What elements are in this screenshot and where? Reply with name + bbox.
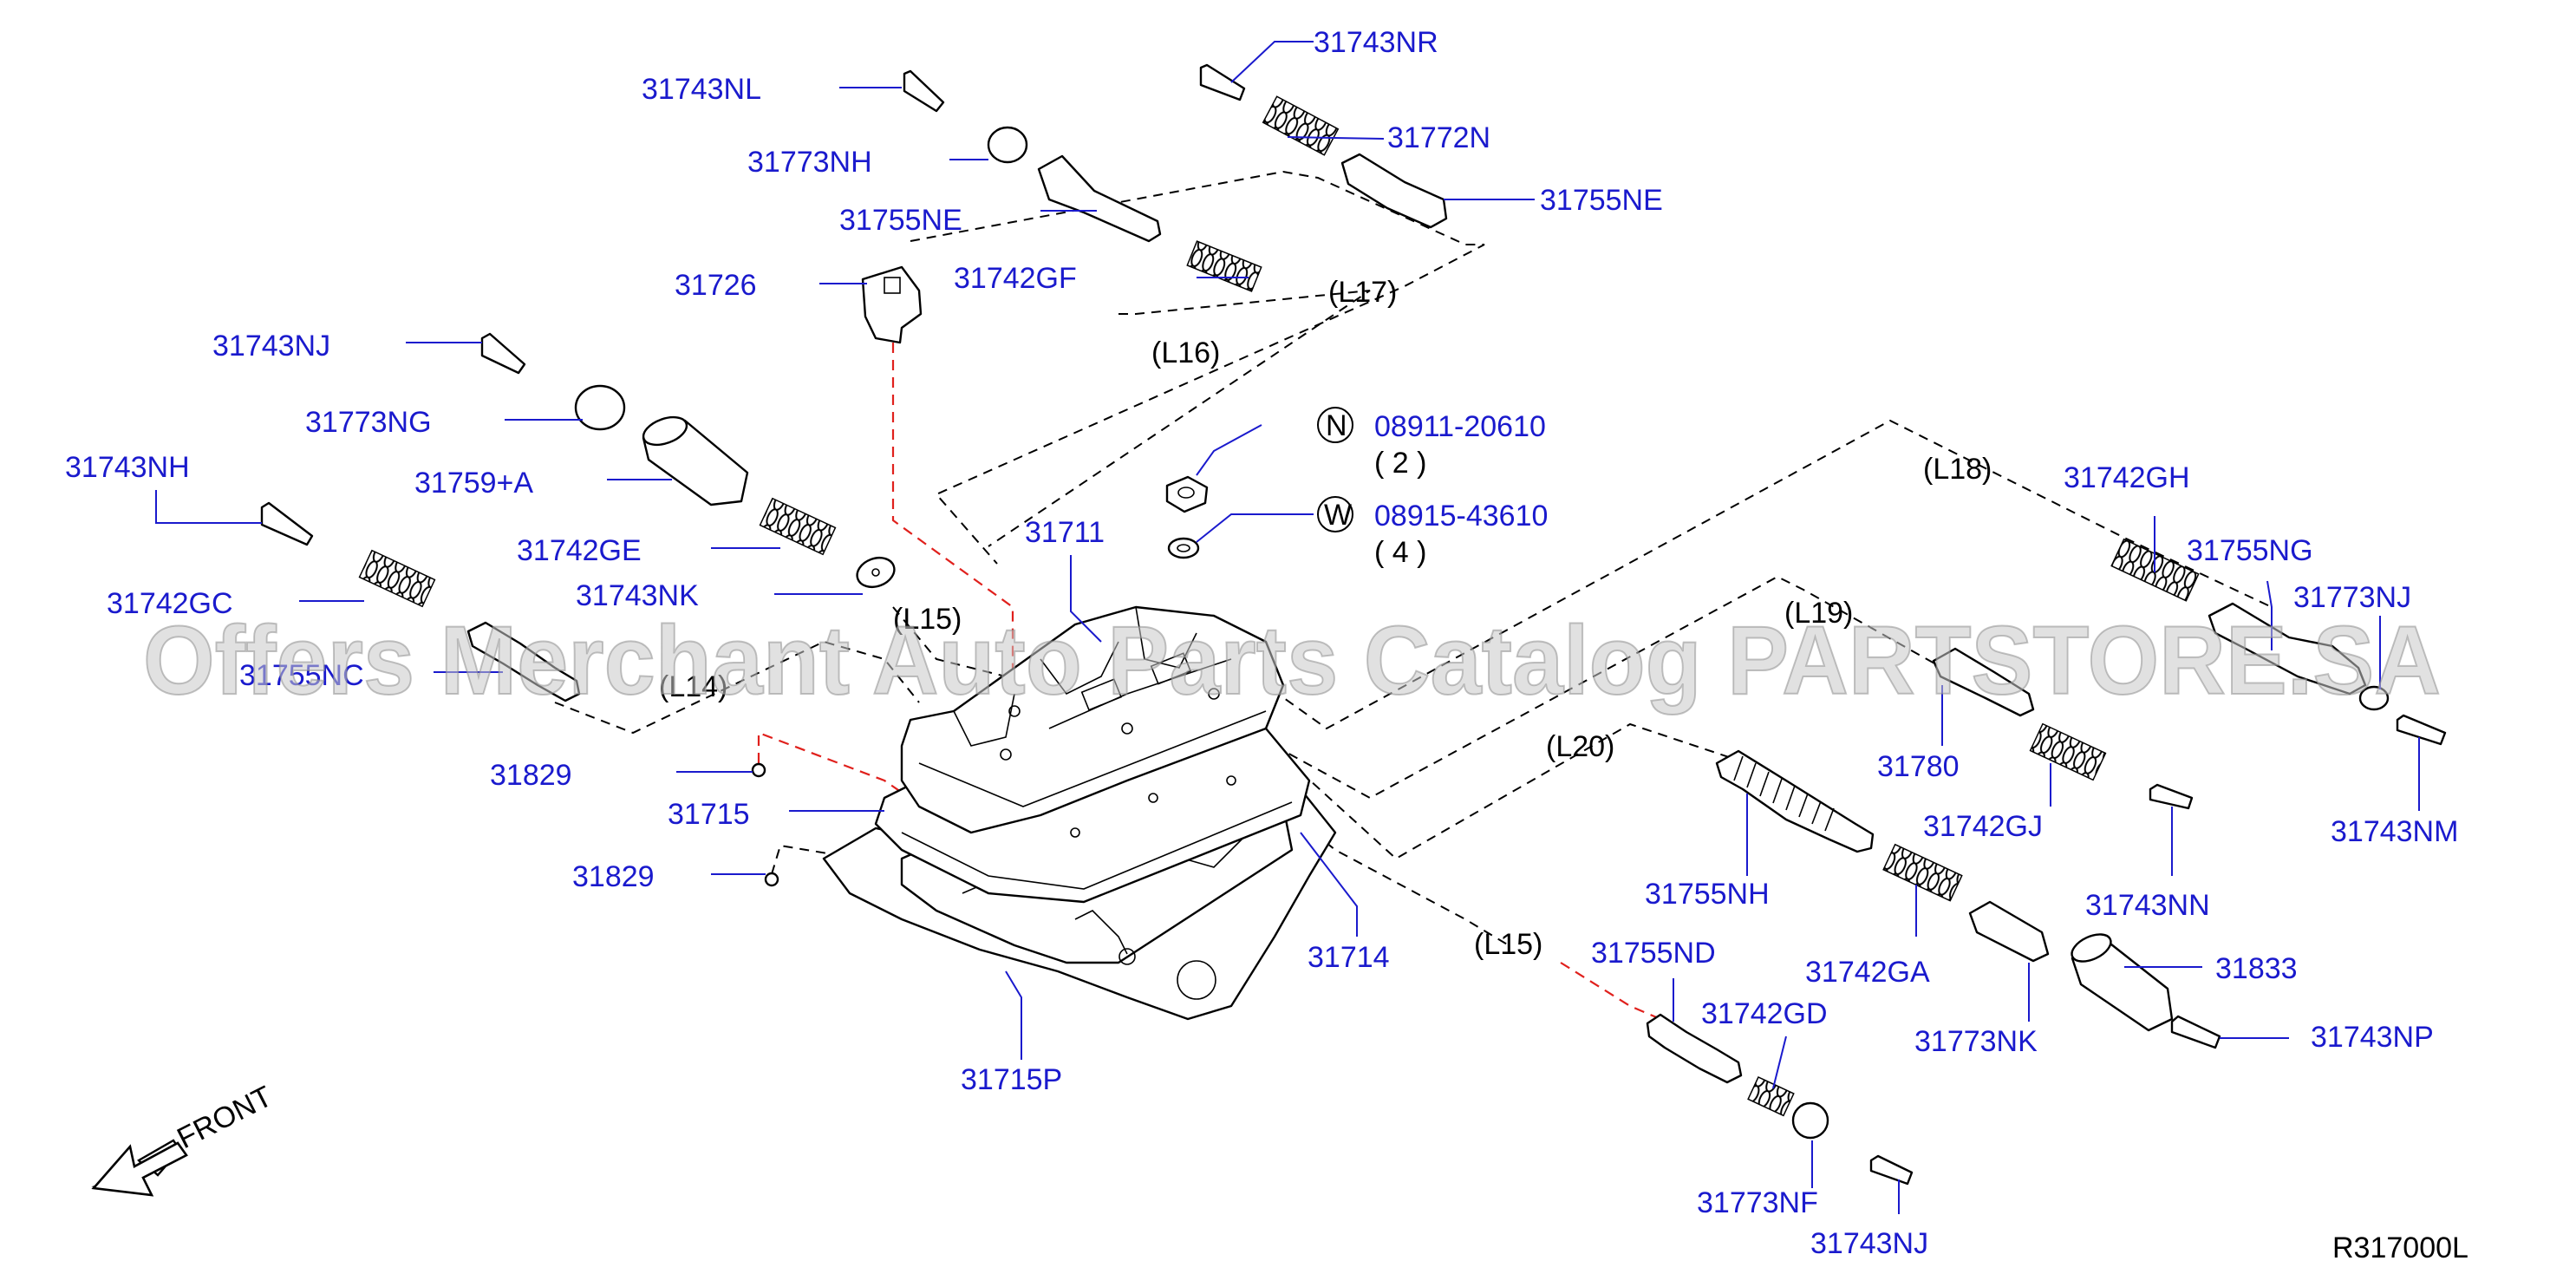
label-31743NN[interactable]: 31743NN <box>2085 889 2210 922</box>
front-label: FRONT <box>172 1080 277 1155</box>
label-31829-lower[interactable]: 31829 <box>572 860 655 893</box>
label-31742GC[interactable]: 31742GC <box>107 587 233 620</box>
watermark-text: Offers Merchant Auto Parts Catalog PARTS… <box>143 606 2441 715</box>
ref-L19: (L19) <box>1784 597 1853 630</box>
label-31755NH[interactable]: 31755NH <box>1645 878 1770 911</box>
label-31755NG[interactable]: 31755NG <box>2187 534 2313 567</box>
label-31742GA[interactable]: 31742GA <box>1805 956 1930 989</box>
ref-L20: (L20) <box>1546 730 1614 763</box>
parts-left <box>260 63 1448 887</box>
label-31755NE-left[interactable]: 31755NE <box>839 204 962 237</box>
figure-code: R317000L <box>2332 1231 2468 1264</box>
label-31743NP[interactable]: 31743NP <box>2311 1021 2434 1054</box>
valve-body-assembly <box>822 605 1337 1021</box>
label-31742GD[interactable]: 31742GD <box>1701 997 1828 1030</box>
label-31743NK[interactable]: 31743NK <box>576 579 699 612</box>
label-31743NJ-top[interactable]: 31743NJ <box>212 330 330 363</box>
label-31755ND[interactable]: 31755ND <box>1591 937 1716 970</box>
label-31755NC[interactable]: 31755NC <box>239 659 364 692</box>
ref-L18: (L18) <box>1923 453 1992 486</box>
label-31715[interactable]: 31715 <box>668 798 750 831</box>
label-31711[interactable]: 31711 <box>1025 516 1105 549</box>
front-arrow-icon <box>91 1139 188 1197</box>
leader-lines <box>155 41 2420 1214</box>
label-31773NG[interactable]: 31773NG <box>305 406 432 439</box>
label-31773NF[interactable]: 31773NF <box>1697 1186 1818 1219</box>
ref-L14: (L14) <box>659 670 727 703</box>
label-31715P[interactable]: 31715P <box>961 1063 1062 1096</box>
ref-L17: (L17) <box>1328 276 1397 309</box>
fastener-labels: N 08911-20610 ( 2 ) W 08915-43610 ( 4 ) <box>1324 409 1548 569</box>
label-31743NJ-bottom[interactable]: 31743NJ <box>1810 1227 1928 1260</box>
label-31743NM[interactable]: 31743NM <box>2331 815 2458 848</box>
label-31773NK[interactable]: 31773NK <box>1914 1025 2038 1058</box>
nut-symbol: N <box>1326 409 1347 442</box>
label-31742GE[interactable]: 31742GE <box>517 534 642 567</box>
ref-L15-lower: (L15) <box>1474 928 1542 961</box>
label-31743NH[interactable]: 31743NH <box>65 451 190 484</box>
label-31773NJ-right[interactable]: 31773NJ <box>2293 581 2411 614</box>
label-31780[interactable]: 31780 <box>1877 750 1960 783</box>
location-refs: (L17) (L16) (L15) (L14) (L18) (L19) (L20… <box>659 276 1992 961</box>
label-08911-20610[interactable]: 08911-20610 <box>1374 410 1546 443</box>
washer-symbol: W <box>1324 499 1352 532</box>
label-31755NE-right[interactable]: 31755NE <box>1540 184 1663 217</box>
part-labels: 31743NR 31743NL 31772N 31773NH 31755NE 3… <box>65 26 2458 1260</box>
label-31726[interactable]: 31726 <box>675 269 757 302</box>
label-08915-43610[interactable]: 08915-43610 <box>1374 500 1548 532</box>
label-31833[interactable]: 31833 <box>2215 952 2298 985</box>
label-31742GF[interactable]: 31742GF <box>954 262 1077 295</box>
label-31772N[interactable]: 31772N <box>1387 121 1490 154</box>
fasteners-shapes <box>1165 407 1353 559</box>
label-31759A[interactable]: 31759+A <box>414 467 533 500</box>
label-31773NH[interactable]: 31773NH <box>747 146 872 179</box>
ref-L15-upper: (L15) <box>893 603 962 636</box>
label-31714[interactable]: 31714 <box>1308 941 1390 974</box>
label-31743NR[interactable]: 31743NR <box>1314 26 1438 59</box>
label-31742GH[interactable]: 31742GH <box>2064 461 2190 494</box>
ref-L16: (L16) <box>1151 336 1220 369</box>
label-31829-upper[interactable]: 31829 <box>490 759 572 792</box>
washer-quantity: ( 4 ) <box>1374 536 1426 569</box>
nut-quantity: ( 2 ) <box>1374 447 1426 480</box>
label-31742GJ[interactable]: 31742GJ <box>1923 810 2043 843</box>
label-31743NL[interactable]: 31743NL <box>642 73 761 106</box>
